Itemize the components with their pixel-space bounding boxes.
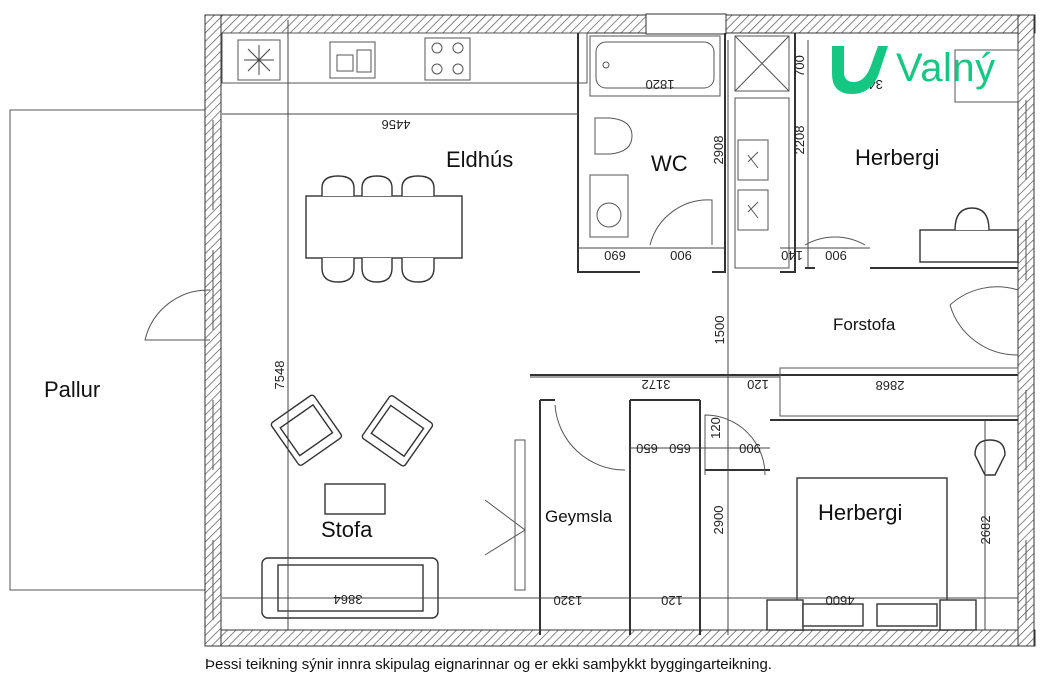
room-label-herbergi-top: Herbergi: [855, 145, 939, 170]
dim-900c: 900: [739, 441, 761, 456]
sink-icon: [329, 41, 376, 79]
doors: [144, 199, 1019, 476]
dimension-labels: 4456 1820 700 2908 2208 346 690 900 140 …: [272, 55, 993, 608]
stove-icon: [424, 37, 471, 81]
sink-small-icon: [589, 174, 629, 238]
dim-120a: 120: [747, 377, 769, 392]
kitchen-appliances: [237, 37, 471, 81]
armchairs: [270, 394, 434, 515]
dim-900a: 900: [670, 248, 692, 263]
dim-1500: 1500: [712, 316, 727, 345]
room-label-geymsla: Geymsla: [545, 507, 613, 526]
room-label-herbergi-bottom: Herbergi: [818, 500, 902, 525]
brand-name: Valný: [896, 45, 996, 90]
dim-120c: 120: [661, 593, 683, 608]
dim-1820: 1820: [646, 77, 675, 92]
bedroom-bottom-furniture: [766, 439, 1006, 631]
dim-1320: 1320: [554, 593, 583, 608]
dim-2868: 2868: [876, 378, 905, 393]
brand-mark-icon: [832, 46, 888, 94]
room-labels: Eldhús WC Herbergi Forstofa Pallur Stofa…: [44, 145, 939, 542]
dim-140: 140: [781, 248, 803, 263]
windows: [212, 100, 1027, 620]
dim-900b: 900: [825, 248, 847, 263]
disclaimer-text: Þessi teikning sýnir innra skipulag eign…: [205, 656, 772, 673]
dining-set: [305, 175, 463, 283]
room-label-forstofa: Forstofa: [833, 315, 896, 334]
room-label-pallur: Pallur: [44, 377, 100, 402]
dim-4456: 4456: [382, 117, 411, 132]
interior-walls: [221, 32, 1019, 635]
dim-690: 690: [604, 248, 626, 263]
dining-table: [305, 195, 463, 259]
dimension-lines: [222, 20, 1018, 635]
desk-top-bedroom: [919, 49, 1019, 263]
bathtub-icon: [595, 41, 715, 89]
room-label-eldhus: Eldhús: [446, 147, 513, 172]
dim-2908: 2908: [711, 136, 726, 165]
room-label-stofa: Stofa: [321, 517, 373, 542]
toilet-icon: [594, 117, 633, 155]
dim-2900: 2900: [711, 506, 726, 535]
bathroom-fixtures: [589, 41, 769, 238]
dim-4600: 4600: [826, 593, 855, 608]
dim-3864: 3864: [334, 592, 363, 607]
sofa: [261, 557, 439, 619]
lamp-icon: [974, 439, 1006, 476]
outer-walls: [204, 13, 1036, 647]
dim-650a: 650: [636, 441, 658, 456]
dim-650b: 650: [669, 441, 691, 456]
dim-2208: 2208: [792, 126, 807, 155]
pallur-deck: [9, 109, 211, 591]
brand-logo: Valný: [828, 38, 996, 98]
dim-120b: 120: [708, 417, 723, 439]
dim-3172: 3172: [642, 377, 671, 392]
dim-2682: 2682: [978, 516, 993, 545]
room-label-wc: WC: [651, 151, 688, 176]
dim-700: 700: [792, 55, 807, 77]
coffee-table: [324, 483, 386, 515]
dim-7548: 7548: [272, 361, 287, 390]
fan-icon: [244, 45, 274, 75]
